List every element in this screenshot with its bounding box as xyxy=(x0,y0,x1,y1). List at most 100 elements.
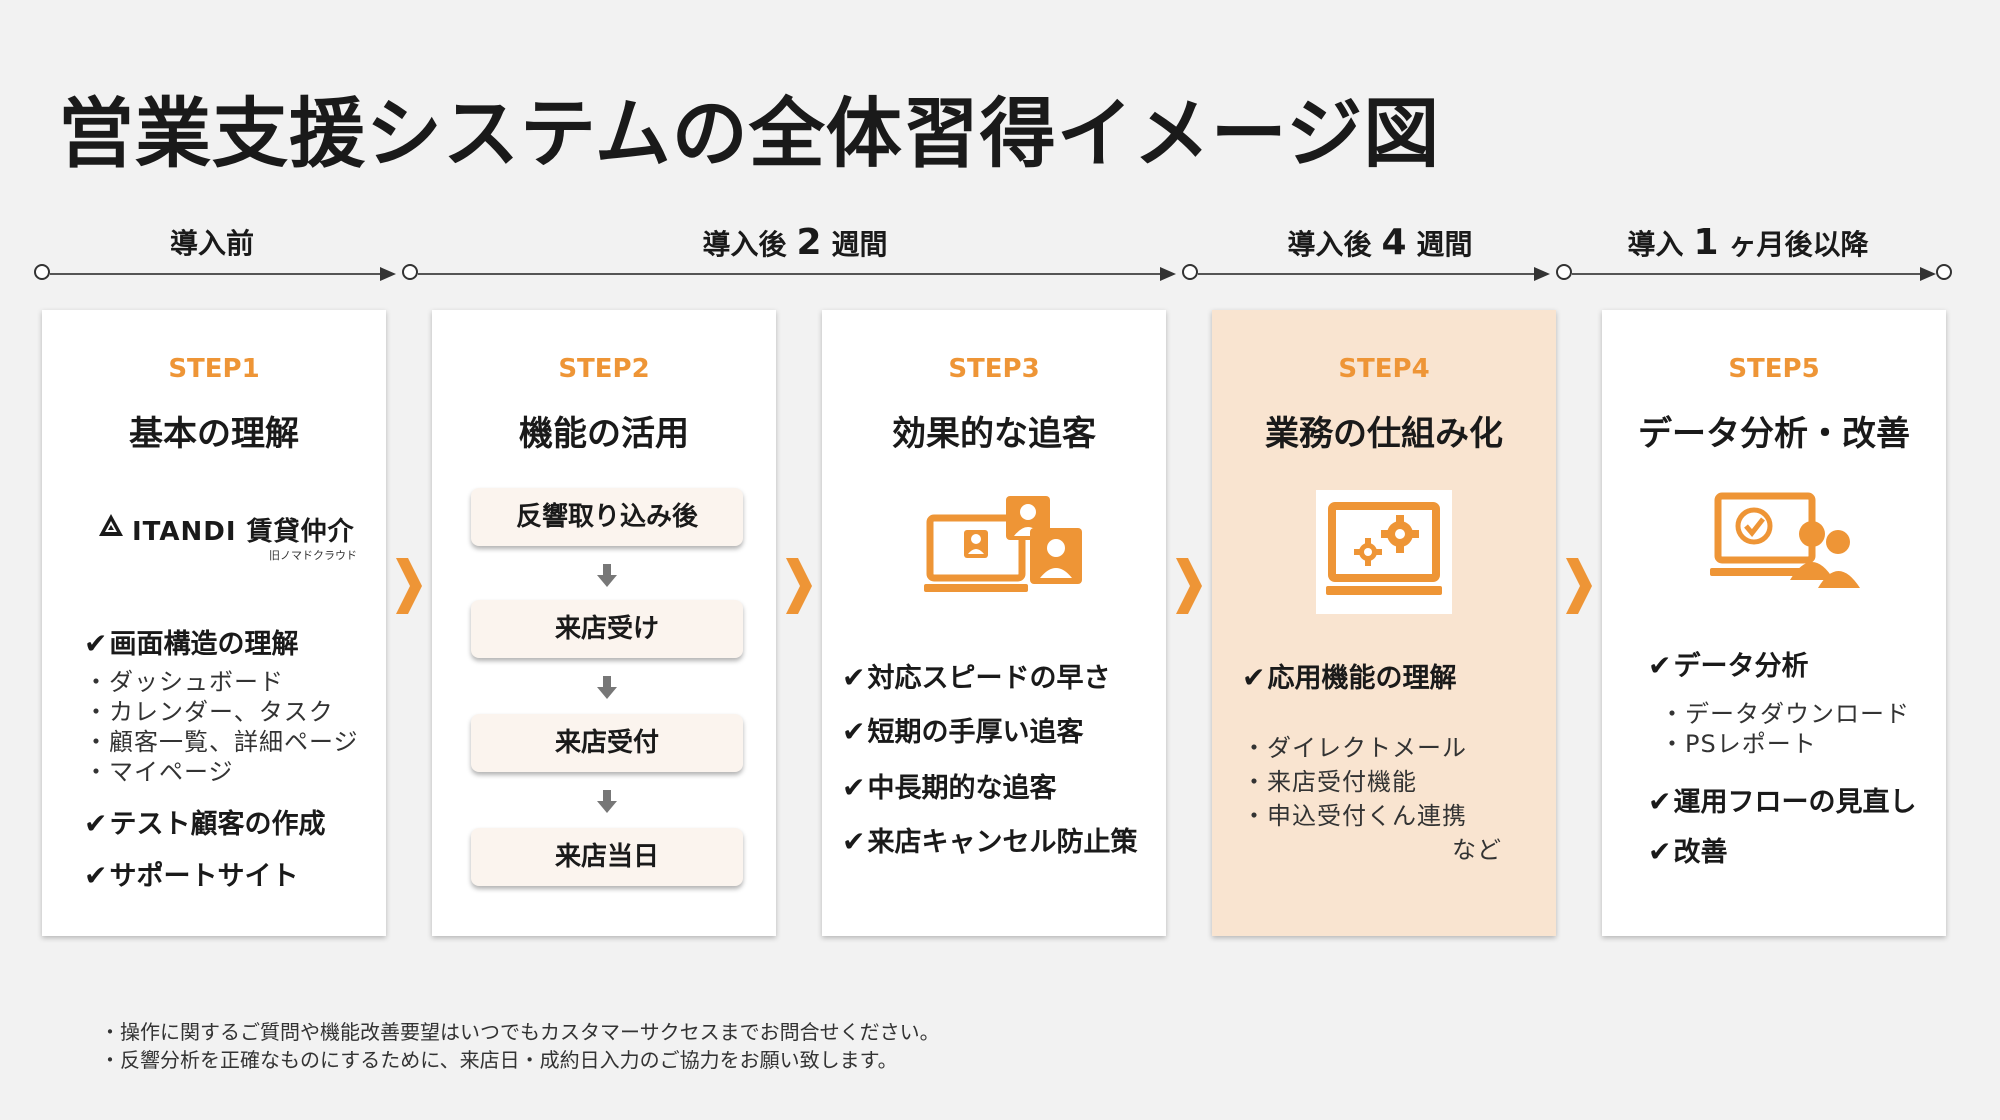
chevron-right-icon xyxy=(396,558,422,614)
step-card-1: STEP1 基本の理解 ITANDI 賃貸仲介 旧ノマドクラウド ✔画面構造の理… xyxy=(42,310,386,936)
devices-users-icon xyxy=(924,496,1082,592)
check-text: 画面構造の理解 xyxy=(109,629,299,660)
phase-number: 1 xyxy=(1693,222,1719,263)
check-item: ✔運用フローの見直し xyxy=(1648,780,1916,819)
timeline-label-phase1: 導入前 xyxy=(170,222,254,262)
step-tag: STEP2 xyxy=(558,354,650,384)
flow-box: 反響取り込み後 xyxy=(471,488,743,546)
phase-number: 4 xyxy=(1381,222,1407,263)
timeline-label-phase2: 導入後 2 週間 xyxy=(702,222,887,263)
check-item: ✔テスト顧客の作成 xyxy=(84,802,325,841)
brand-logo: ITANDI 賃貸仲介 旧ノマドクラウド xyxy=(98,507,357,562)
phase-label: 導入後 xyxy=(1287,228,1372,261)
phase-label: 導入後 xyxy=(702,228,787,261)
check-text: 中長期的な追客 xyxy=(867,773,1057,804)
step-card-2: STEP2 機能の活用 反響取り込み後 来店受け 来店受付 来店当日 xyxy=(432,310,776,936)
phase-unit: ヶ月後以降 xyxy=(1728,228,1869,261)
check-text: 来店キャンセル防止策 xyxy=(867,827,1138,858)
sub-item: など xyxy=(1452,836,1502,864)
check-icon: ✔ xyxy=(84,859,108,892)
check-icon: ✔ xyxy=(84,627,108,660)
step-title: データ分析・改善 xyxy=(1638,414,1910,454)
timeline-node xyxy=(402,264,418,280)
timeline-arrow xyxy=(1160,267,1176,281)
check-text: 応用機能の理解 xyxy=(1267,663,1457,694)
phase-unit: 週間 xyxy=(831,228,888,261)
check-icon: ✔ xyxy=(842,661,866,694)
check-text: 運用フローの見直し xyxy=(1673,787,1917,818)
sub-item: ・ダイレクトメール xyxy=(1242,734,1467,762)
sub-item: ・マイページ xyxy=(84,758,234,786)
sub-item: ・カレンダー、タスク xyxy=(84,698,334,726)
check-icon: ✔ xyxy=(1648,835,1672,868)
check-text: 短期の手厚い追客 xyxy=(867,717,1084,748)
sub-item: ・ダッシュボード xyxy=(84,668,284,696)
itandi-logo-icon xyxy=(99,514,123,536)
footer-note: ・反響分析を正確なものにするために、来店日・成約日入力のご協力をお願い致します。 xyxy=(100,1048,898,1072)
timeline-node xyxy=(34,264,50,280)
check-text: サポートサイト xyxy=(109,861,299,892)
check-icon: ✔ xyxy=(842,825,866,858)
page-title: 営業支援システムの全体習得イメージ図 xyxy=(58,89,1441,178)
step-card-5: STEP5 データ分析・改善 ✔データ分析 ・データダウンロード ・PSレポート… xyxy=(1602,310,1946,936)
monitor-check-users-icon xyxy=(1710,492,1860,588)
check-text: 対応スピードの早さ xyxy=(867,663,1111,694)
phase-number: 2 xyxy=(796,222,822,263)
timeline-arrow xyxy=(380,267,396,281)
sub-item: ・来店受付機能 xyxy=(1242,768,1417,796)
check-text: データ分析 xyxy=(1673,651,1809,682)
sub-item: ・申込受付くん連携 xyxy=(1242,802,1467,830)
step-tag: STEP1 xyxy=(168,354,260,384)
timeline-node xyxy=(1556,264,1572,280)
check-item: ✔応用機能の理解 xyxy=(1242,656,1456,695)
phase-label: 導入 xyxy=(1627,228,1684,261)
check-text: 改善 xyxy=(1673,837,1728,868)
check-icon: ✔ xyxy=(842,771,866,804)
check-item: ✔中長期的な追客 xyxy=(842,766,1056,805)
timeline-segment xyxy=(50,273,386,275)
phase-label: 導入前 xyxy=(169,227,255,260)
check-icon: ✔ xyxy=(1242,661,1266,694)
sub-item: ・データダウンロード xyxy=(1660,700,1910,728)
step-card-3: STEP3 効果的な追客 ✔対応スピードの早さ ✔短期の手厚い追客 ✔中長期的な… xyxy=(822,310,1166,936)
timeline-node xyxy=(1182,264,1198,280)
timeline-segment xyxy=(1198,273,1540,275)
brand-name: ITANDI 賃貸仲介 xyxy=(132,517,355,547)
timeline-label-phase4: 導入 1 ヶ月後以降 xyxy=(1627,222,1868,263)
check-item: ✔改善 xyxy=(1648,830,1727,869)
phase-unit: 週間 xyxy=(1416,228,1473,261)
flow-box: 来店当日 xyxy=(471,828,743,886)
step-tag: STEP5 xyxy=(1728,354,1820,384)
arrow-down-icon xyxy=(597,790,617,813)
sub-item: ・顧客一覧、詳細ページ xyxy=(84,728,359,756)
flow-box: 来店受付 xyxy=(471,714,743,772)
icon-frame xyxy=(1316,490,1452,614)
chevron-right-icon xyxy=(1176,558,1202,614)
check-item: ✔短期の手厚い追客 xyxy=(842,710,1083,749)
check-item: ✔データ分析 xyxy=(1648,644,1808,683)
check-item: ✔画面構造の理解 xyxy=(84,622,298,661)
timeline-segment xyxy=(1572,273,1934,275)
check-icon: ✔ xyxy=(1648,785,1672,818)
chevron-right-icon xyxy=(786,558,812,614)
step-title: 基本の理解 xyxy=(129,414,299,454)
check-icon: ✔ xyxy=(84,807,108,840)
check-icon: ✔ xyxy=(842,715,866,748)
step-tag: STEP3 xyxy=(948,354,1040,384)
step-card-4: STEP4 業務の仕組み化 ✔応用機能の理解 ・ダイレク xyxy=(1212,310,1556,936)
step-title: 機能の活用 xyxy=(519,414,689,454)
check-item: ✔サポートサイト xyxy=(84,854,298,893)
timeline-segment xyxy=(418,273,1166,275)
step-title: 業務の仕組み化 xyxy=(1265,414,1503,454)
sub-item: ・PSレポート xyxy=(1660,730,1817,758)
check-item: ✔来店キャンセル防止策 xyxy=(842,820,1137,859)
brand-subtitle: 旧ノマドクラウド xyxy=(269,549,357,562)
timeline-label-phase3: 導入後 4 週間 xyxy=(1287,222,1472,263)
footer-note: ・操作に関するご質問や機能改善要望はいつでもカスタマーサクセスまでお問合せくださ… xyxy=(100,1020,940,1044)
check-text: テスト顧客の作成 xyxy=(109,809,326,840)
flow-box: 来店受け xyxy=(471,600,743,658)
check-icon: ✔ xyxy=(1648,649,1672,682)
timeline-arrow xyxy=(1534,267,1550,281)
chevron-right-icon xyxy=(1566,558,1592,614)
